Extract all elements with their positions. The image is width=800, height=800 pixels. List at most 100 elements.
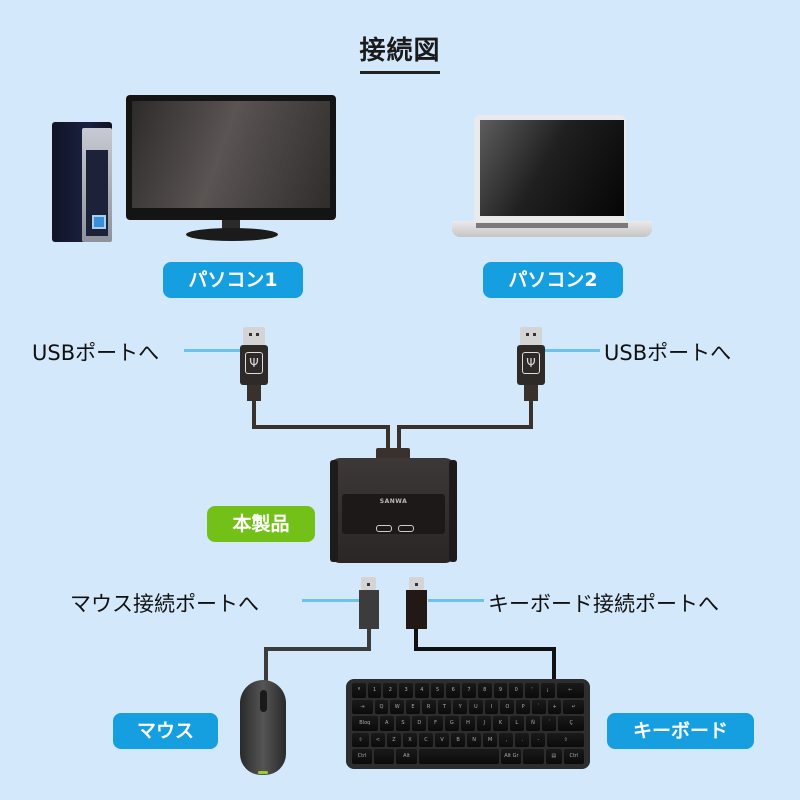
key: 0 — [509, 683, 524, 698]
leader-line-keyboard — [428, 599, 484, 602]
key: K — [493, 716, 508, 731]
key: + — [547, 699, 562, 714]
cable-right-horizontal — [398, 425, 533, 429]
keyboard-cable-segment — [414, 647, 556, 651]
usb-plug-body — [406, 590, 427, 629]
keyboard-row: ⇥ Q W E R T Y U I O P ` + ↵ — [352, 699, 584, 714]
usb-connector-metal — [243, 327, 265, 345]
key: I — [484, 699, 499, 714]
mouse-cable-segment — [367, 629, 371, 650]
usb-connector-metal — [361, 577, 376, 590]
pc-tower-panel — [86, 150, 108, 236]
key-win — [374, 749, 395, 764]
key: U — [469, 699, 483, 714]
key-altgr: Alt Gr — [501, 749, 522, 764]
keyboard-badge: キーボード — [607, 713, 754, 749]
key: R — [421, 699, 436, 714]
keyboard-cable-segment — [414, 629, 418, 650]
usb-connector-metal — [409, 577, 424, 590]
key: G — [444, 716, 459, 731]
key-fn — [523, 749, 544, 764]
key: ' — [525, 683, 539, 698]
usb-strain-relief — [247, 385, 261, 401]
keyboard-row: º 1 2 3 4 5 6 7 8 9 0 ' ¡ ← — [352, 683, 585, 698]
usb-port-label-right: USBポートへ — [604, 341, 732, 365]
key: . — [515, 732, 530, 747]
key: 4 — [414, 683, 429, 698]
leader-line-mouse — [302, 599, 360, 602]
keyboard-icon: º 1 2 3 4 5 6 7 8 9 0 ' ¡ ← ⇥ Q W E R T … — [346, 679, 590, 769]
mouse-cable-segment — [264, 647, 371, 651]
usb-plug-body: Ψ — [517, 345, 545, 385]
key: Z — [386, 732, 401, 747]
device-end-cap-left — [330, 460, 338, 562]
key: C — [419, 732, 434, 747]
key: Ñ — [525, 716, 541, 731]
key: 1 — [367, 683, 382, 698]
key: M — [483, 732, 498, 747]
laptop-screen — [480, 120, 624, 216]
key: H — [460, 716, 476, 731]
key: 7 — [462, 683, 476, 698]
key: 6 — [446, 683, 461, 698]
key-shift-left: ⇧ — [352, 732, 369, 747]
product-badge: 本製品 — [207, 506, 315, 542]
mouse-badge: マウス — [113, 713, 218, 749]
key: B — [451, 732, 466, 747]
mouse-scroll-wheel — [260, 690, 267, 712]
key: ¡ — [540, 683, 555, 698]
key: 2 — [383, 683, 398, 698]
keyboard-row: Ctrl Alt Alt Gr ▤ Ctrl — [352, 749, 584, 764]
key: Q — [374, 699, 389, 714]
key: S — [395, 716, 411, 731]
device-end-cap-right — [449, 460, 457, 562]
usb-connector-metal — [520, 327, 542, 345]
pc-power-button-icon — [92, 215, 106, 229]
key: J — [477, 716, 492, 731]
usb-strain-relief — [524, 385, 538, 401]
pc2-badge: パソコン2 — [483, 262, 623, 298]
cable-left-drop — [386, 425, 390, 450]
brand-logo: SANWA — [379, 498, 408, 505]
monitor-stand — [186, 228, 278, 241]
leader-line-usb-left — [184, 349, 240, 352]
keyboard-cable-segment — [552, 647, 556, 680]
cable-left-horizontal — [252, 425, 388, 429]
key-alt: Alt — [396, 749, 417, 764]
key: Y — [453, 699, 467, 714]
mouse-cable-segment — [264, 647, 268, 681]
key: X — [402, 732, 417, 747]
key: W — [390, 699, 405, 714]
title-underline — [360, 71, 440, 74]
pc1-badge: パソコン1 — [163, 262, 303, 298]
key: ´ — [542, 716, 557, 731]
key: º — [352, 683, 366, 698]
key: < — [370, 732, 385, 747]
key: Ç — [558, 716, 585, 731]
key-shift-right: ⇧ — [547, 732, 584, 747]
keyboard-row: ⇧ < Z X C V B N M , . - ⇧ — [352, 732, 584, 747]
cable-right-drop — [397, 425, 401, 450]
usb-icon: Ψ — [245, 352, 263, 374]
monitor-screen — [132, 101, 330, 208]
key-backspace: ← — [556, 683, 585, 698]
key-enter: ↵ — [563, 699, 584, 714]
usb-plug-body: Ψ — [240, 345, 268, 385]
mouse-led — [258, 771, 268, 774]
key-ctrl-right: Ctrl — [563, 749, 584, 764]
diagram-title: 接続図 — [359, 36, 441, 66]
key-space — [418, 749, 500, 764]
key: L — [509, 716, 524, 731]
usb-icon: Ψ — [522, 352, 540, 374]
key: - — [531, 732, 546, 747]
key: V — [435, 732, 450, 747]
leader-line-usb-right — [545, 349, 600, 352]
key-caps: Bloq — [352, 716, 378, 731]
key: D — [412, 716, 427, 731]
switch-button-1 — [376, 525, 392, 532]
key: 8 — [477, 683, 492, 698]
key: 5 — [430, 683, 445, 698]
key: O — [500, 699, 515, 714]
switch-button-2 — [398, 525, 414, 532]
key: P — [516, 699, 530, 714]
